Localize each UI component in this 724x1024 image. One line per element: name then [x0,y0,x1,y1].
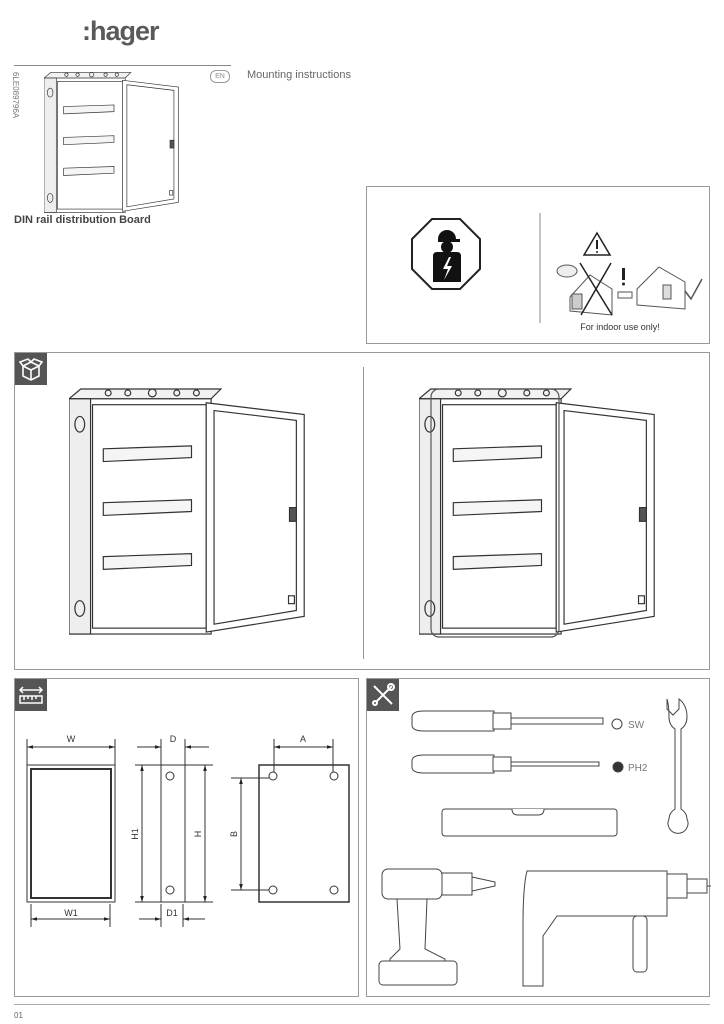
dim-label-b: B [229,831,239,837]
dim-label-h: H [193,831,203,838]
warning-triangle-icon [582,231,612,256]
footer-divider [14,1004,710,1005]
flush-mounted-cabinet-drawing [419,388,655,638]
outdoor-forbidden-icon [556,262,613,316]
dim-label-h1: H1 [130,828,140,840]
dim-label-a: A [300,734,306,744]
page-title: Mounting instructions [247,69,351,81]
header-divider [14,65,231,66]
dim-label-w1: W1 [64,908,78,918]
tools-panel: SW PH2 [366,678,712,997]
document-code: 6LE089796A [11,72,20,119]
indoor-use-notice: For indoor use only! [580,322,660,332]
tools-drawings: SW PH2 [378,697,712,987]
safety-panel: For indoor use only! [366,186,710,344]
safety-graphics: For indoor use only! [411,213,703,332]
hager-logo: :hager [82,16,160,46]
dimension-drawings: W W1 D D1 H1 H A B [26,734,350,927]
contents-panel [14,352,710,670]
product-name: DIN rail distribution Board [14,214,151,226]
package-box-icon [15,353,47,385]
flat-screwdriver-icon [411,710,623,732]
dim-label-w: W [67,734,76,744]
spirit-level-icon [441,808,618,837]
ruler-measure-icon [15,679,47,711]
surface-mounted-cabinet-drawing [69,388,305,635]
dim-label-d: D [170,734,177,744]
hammer-drill-icon [522,870,712,987]
dimensions-panel: W W1 D D1 H1 H A B [14,678,359,997]
indoor-hint-icon [617,268,633,299]
wrench-icon [666,697,689,834]
ph2-label: PH2 [628,763,648,774]
panel-divider [363,367,364,659]
page-number: 01 [14,1011,23,1020]
sw-label: SW [628,720,645,731]
product-thumbnail [44,72,179,213]
indoor-ok-icon [636,266,703,310]
phillips-screwdriver-icon [411,754,624,774]
tools-icon [367,679,399,711]
qualified-electrician-icon [411,218,481,290]
dim-label-d1: D1 [166,908,178,918]
language-badge: EN [210,70,230,83]
cordless-drill-icon [378,868,496,986]
